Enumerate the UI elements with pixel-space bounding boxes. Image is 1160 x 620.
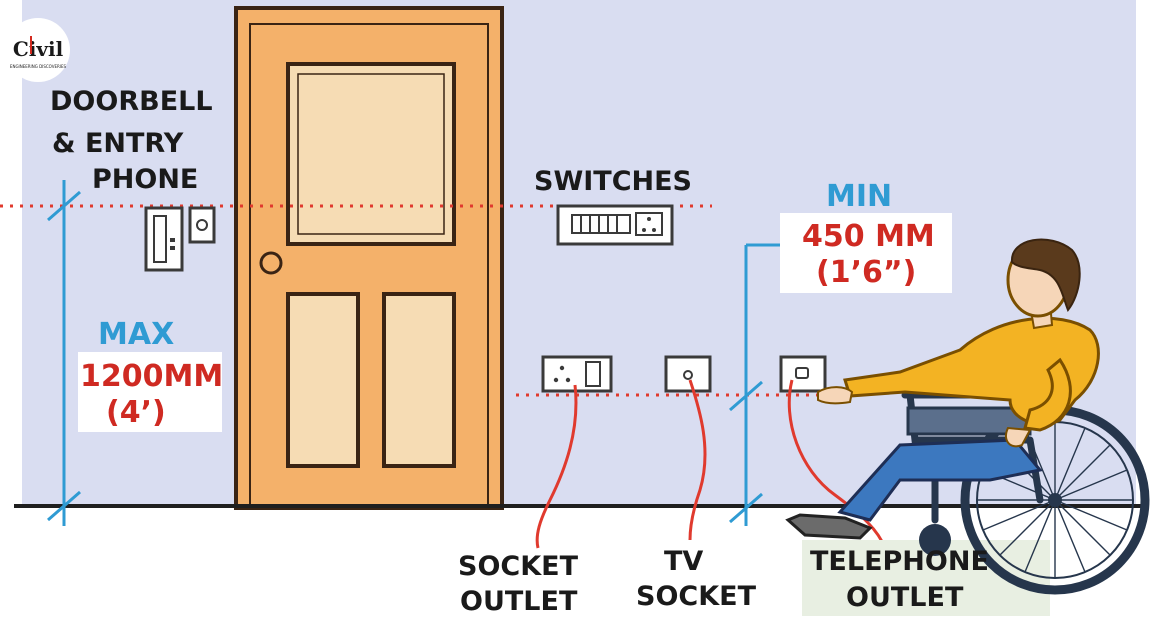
telephone-outlet-label-line-2: OUTLET [846, 582, 964, 613]
telephone-outlet-label-line-1: TELEPHONE [810, 546, 989, 577]
max-value: 1200MM [80, 359, 223, 394]
socket-outlet-leader [535, 384, 578, 549]
min-value: 450 MM [802, 219, 935, 254]
min-height-dimension [729, 243, 782, 526]
person-shoe [785, 513, 873, 540]
min-value-box [780, 213, 952, 293]
max-value-box [78, 352, 222, 432]
door-lower-panel-left [286, 292, 360, 468]
brand-logo: Civil ENGINEERING DISCOVERIES [6, 18, 70, 82]
tv-socket-label-line-1: TV [664, 546, 703, 577]
tv-socket-plate [664, 355, 712, 393]
person-hand [817, 386, 854, 405]
doorbell-label-line-1: DOORBELL [50, 86, 213, 117]
wheelchair-front-wheel [919, 524, 951, 556]
person [785, 238, 1100, 540]
door-lower-panel-right [382, 292, 456, 468]
doorbell-button [188, 206, 216, 244]
entry-phone [144, 206, 184, 272]
socket-outlet-label-line-1: SOCKET [458, 551, 579, 582]
doorbell-label-line-3: PHONE [92, 164, 198, 195]
logo-subtext: ENGINEERING DISCOVERIES [10, 64, 67, 69]
min-title: MIN [826, 179, 892, 214]
max-height-dimension [47, 180, 81, 526]
max-title: MAX [98, 317, 174, 352]
tv-socket-leader [688, 379, 707, 541]
person-arm [1023, 357, 1072, 432]
max-alt-value: (4’) [106, 395, 166, 430]
telephone-outlet-leader [787, 379, 887, 549]
switches-label: SWITCHES [534, 166, 692, 197]
logo-text: Civil [13, 37, 64, 61]
person-hair [1010, 238, 1081, 312]
tv-socket-label-line-2: SOCKET [636, 581, 757, 612]
min-alt-value: (1’6”) [816, 255, 916, 290]
doorbell-label-line-2: & ENTRY [52, 128, 184, 159]
door-glass-panel [286, 62, 456, 246]
switch-panel [556, 204, 674, 246]
person-shirt [843, 316, 1100, 426]
socket-outlet-plate [541, 355, 613, 393]
door-knob [259, 251, 283, 275]
socket-outlet-label-line-2: OUTLET [460, 586, 578, 617]
telephone-outlet-plate [779, 355, 827, 393]
doorbell-label: DOORBELL & ENTRY PHONE [50, 86, 213, 195]
door [234, 6, 504, 510]
